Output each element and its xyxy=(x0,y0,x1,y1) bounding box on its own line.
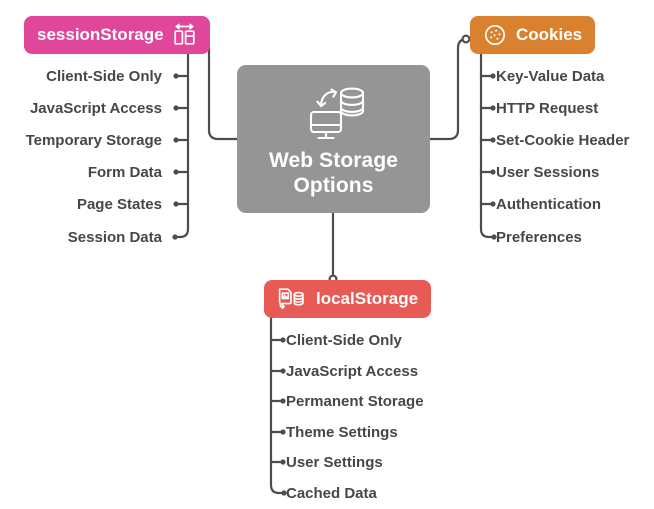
file-save-database-icon xyxy=(278,288,304,310)
cookie-icon xyxy=(484,24,506,46)
leaf-item[interactable]: Temporary Storage xyxy=(25,132,162,149)
connector-center-to-session xyxy=(189,37,239,141)
layout-resize-icon xyxy=(173,23,195,45)
leaf-item[interactable]: HTTP Request xyxy=(496,100,599,117)
leaf-item[interactable]: Key-Value Data xyxy=(496,68,605,85)
branch-badge-session-storage[interactable]: sessionStorage xyxy=(24,16,210,54)
leaf-stubs-session xyxy=(172,73,190,240)
leaf-item[interactable]: Page States xyxy=(76,196,162,213)
leaf-item[interactable]: Preferences xyxy=(496,229,582,246)
leaf-item[interactable]: Permanent Storage xyxy=(286,393,424,410)
branch-badge-local-storage[interactable]: localStorage xyxy=(264,280,432,318)
leaf-item[interactable]: User Settings xyxy=(286,454,383,471)
leaf-stubs-local xyxy=(269,337,287,496)
branch-label-cookies: Cookies xyxy=(516,25,583,44)
leaf-item[interactable]: User Sessions xyxy=(496,164,600,181)
leaf-item[interactable]: Cached Data xyxy=(286,485,377,502)
spine-cookies xyxy=(479,52,494,239)
leaf-item[interactable]: Set-Cookie Header xyxy=(496,132,630,149)
leaf-item[interactable]: Session Data xyxy=(67,229,162,246)
connector-dot-cookies xyxy=(461,34,471,44)
leaf-stubs-cookies xyxy=(479,73,497,240)
center-title-line1: Web Storage xyxy=(268,149,399,172)
spine-session xyxy=(175,52,190,239)
monitor-database-sync-icon xyxy=(309,87,364,140)
leaf-item[interactable]: Form Data xyxy=(87,164,162,181)
leaf-item[interactable]: JavaScript Access xyxy=(29,100,162,117)
branch-badge-cookies[interactable]: Cookies xyxy=(470,16,596,54)
leaf-item[interactable]: Client-Side Only xyxy=(46,68,162,85)
spine-local xyxy=(269,316,284,495)
leaf-item[interactable]: JavaScript Access xyxy=(286,363,419,380)
leaf-item[interactable]: Authentication xyxy=(496,196,601,213)
branch-label-session-storage: sessionStorage xyxy=(37,25,164,44)
center-title-line2: Options xyxy=(293,174,374,197)
leaf-item[interactable]: Client-Side Only xyxy=(286,332,402,349)
leaf-item[interactable]: Theme Settings xyxy=(286,424,398,441)
connector-center-to-cookies xyxy=(428,37,469,141)
branch-label-local-storage: localStorage xyxy=(316,289,419,308)
center-node[interactable]: Web Storage Options xyxy=(237,65,430,213)
center-node-title: Web Storage Options xyxy=(269,148,398,198)
